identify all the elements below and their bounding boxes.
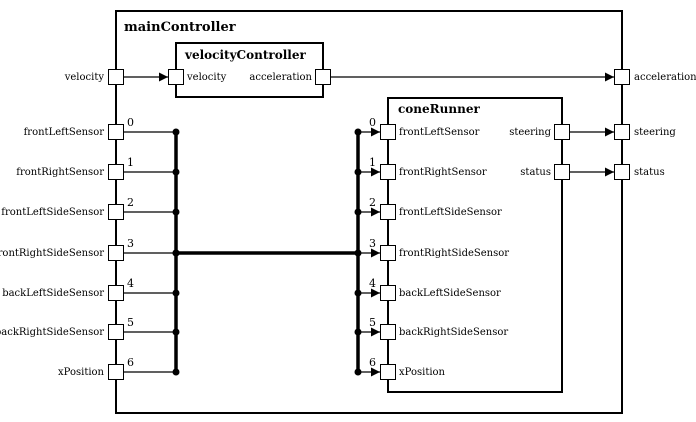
junction-dot	[354, 249, 362, 257]
junction-dot	[354, 289, 362, 297]
main-index-label: 3	[127, 237, 134, 250]
main-input-port[interactable]	[108, 245, 124, 261]
sensor-bus	[174, 132, 360, 372]
main-output-port[interactable]	[614, 69, 630, 85]
main-index-label: 1	[127, 156, 134, 169]
junction-dot	[172, 249, 180, 257]
main-input-port[interactable]	[108, 364, 124, 380]
cone-runner-input-port[interactable]	[380, 364, 396, 380]
main-output-label: status	[634, 167, 665, 178]
cone-runner-input-port[interactable]	[380, 204, 396, 220]
junction-dot	[172, 368, 180, 376]
cone-runner-index-label: 1	[369, 156, 376, 169]
main-input-port[interactable]	[108, 69, 124, 85]
main-index-label: 4	[127, 277, 134, 290]
cone-runner-input-label: backLeftSideSensor	[399, 288, 501, 299]
main-input-label: frontRightSideSensor	[0, 248, 104, 259]
cone-runner-index-label: 4	[369, 277, 376, 290]
main-output-label: acceleration	[634, 72, 696, 83]
main-index-label: 5	[127, 316, 134, 329]
cone-runner-input-port[interactable]	[380, 324, 396, 340]
junction-dot	[172, 289, 180, 297]
main-input-label: frontLeftSideSensor	[1, 207, 104, 218]
main-output-port[interactable]	[614, 124, 630, 140]
cone-runner-input-port[interactable]	[380, 245, 396, 261]
junction-dot	[354, 368, 362, 376]
main-input-label: backLeftSideSensor	[2, 288, 104, 299]
cone-runner-output-port[interactable]	[554, 164, 570, 180]
cone-runner-output-label: status	[520, 167, 551, 178]
junction-dot	[354, 328, 362, 336]
cone-runner-output-port[interactable]	[554, 124, 570, 140]
cone-runner-input-label: frontRightSensor	[399, 167, 487, 178]
main-input-port[interactable]	[108, 324, 124, 340]
cone-runner-title: coneRunner	[398, 102, 480, 116]
vc-input-port[interactable]	[168, 69, 184, 85]
junction-dot	[172, 128, 180, 136]
vc-output-port[interactable]	[315, 69, 331, 85]
ports-layer: velocity frontLeftSensor frontRightSensor f…	[0, 69, 696, 380]
cone-runner-input-port[interactable]	[380, 124, 396, 140]
main-output-port[interactable]	[614, 164, 630, 180]
main-input-label: frontRightSensor	[16, 167, 104, 178]
junction-dot	[354, 168, 362, 176]
main-input-label: frontLeftSensor	[24, 127, 105, 138]
cone-runner-output-label: steering	[509, 127, 551, 138]
junction-dot	[172, 208, 180, 216]
cone-runner-input-label: backRightSideSensor	[399, 327, 508, 338]
main-input-label: backRightSideSensor	[0, 327, 104, 338]
cone-runner-block	[387, 97, 563, 393]
main-input-port[interactable]	[108, 204, 124, 220]
main-input-port[interactable]	[108, 164, 124, 180]
cone-runner-input-port[interactable]	[380, 285, 396, 301]
junction-dot	[172, 328, 180, 336]
main-input-label: xPosition	[58, 367, 105, 378]
main-index-label: 2	[127, 196, 134, 209]
velocity-controller-title: velocityController	[184, 48, 306, 62]
main-controller-title: mainController	[124, 20, 236, 35]
main-input-port[interactable]	[108, 285, 124, 301]
cone-runner-input-label: frontLeftSideSensor	[399, 207, 502, 218]
cone-runner-input-label: frontLeftSensor	[399, 127, 480, 138]
junction-dot	[354, 128, 362, 136]
cone-runner-input-label: xPosition	[399, 367, 446, 378]
cone-runner-index-label: 0	[369, 116, 376, 129]
main-input-label: velocity	[64, 72, 105, 83]
junction-dot	[172, 168, 180, 176]
main-input-port[interactable]	[108, 124, 124, 140]
cone-runner-index-label: 2	[369, 196, 376, 209]
main-index-label: 0	[127, 116, 134, 129]
cone-runner-input-port[interactable]	[380, 164, 396, 180]
vc-input-label: velocity	[186, 72, 227, 83]
main-index-label: 6	[127, 356, 134, 369]
bus-taps	[124, 127, 380, 377]
cone-runner-index-label: 6	[369, 356, 376, 369]
vc-output-label: acceleration	[249, 72, 312, 83]
junction-dot	[354, 208, 362, 216]
cone-runner-input-label: frontRightSideSensor	[399, 248, 509, 259]
cone-runner-index-label: 5	[369, 316, 376, 329]
cone-runner-index-label: 3	[369, 237, 376, 250]
main-output-label: steering	[634, 127, 676, 138]
